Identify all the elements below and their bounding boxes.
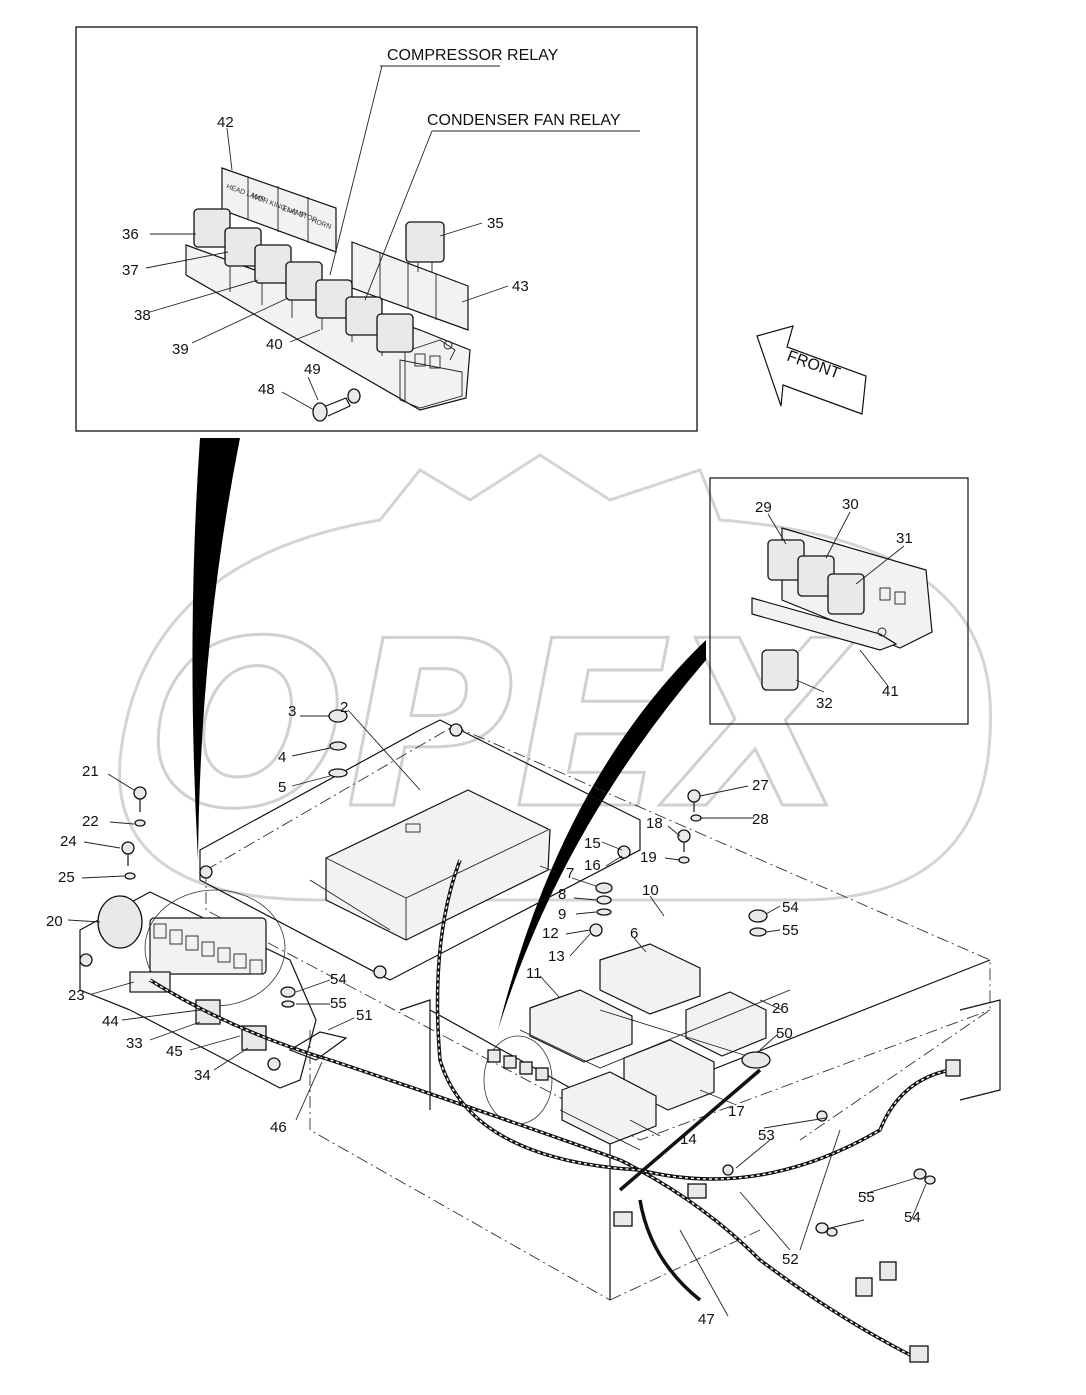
relay-40: [376, 313, 414, 353]
front-label: FRONT: [785, 348, 843, 383]
callout-9: 9: [558, 906, 566, 923]
relay-block-right: [751, 527, 933, 691]
callout-33: 33: [126, 1035, 143, 1052]
callout-54-left: 54: [330, 971, 347, 988]
callout-29: 29: [755, 499, 772, 516]
relay-tag-plate-upper: HEAD LAMP WOR KING LAMP ENG STOP HORN: [221, 167, 337, 253]
callout-24: 24: [60, 833, 77, 850]
callout-27: 27: [752, 777, 769, 794]
callout-42: 42: [217, 114, 234, 131]
callout-2: 2: [340, 699, 348, 716]
callout-22: 22: [82, 813, 99, 830]
callout-17: 17: [728, 1103, 745, 1120]
relay-tag-plate-lower: [351, 241, 469, 331]
callout-3: 3: [288, 703, 296, 720]
callout-25: 25: [58, 869, 75, 886]
detail-leader-top: [192, 438, 240, 860]
callout-50: 50: [776, 1025, 793, 1042]
callout-13: 13: [548, 948, 565, 965]
callout-14: 14: [680, 1131, 697, 1148]
relay-row: [193, 208, 445, 353]
label-condenser-fan-relay: CONDENSER FAN RELAY: [427, 112, 621, 129]
callout-31: 31: [896, 530, 913, 547]
callout-26: 26: [772, 1000, 789, 1017]
callout-20: 20: [46, 913, 63, 930]
callout-51: 51: [356, 1007, 373, 1024]
callout-23: 23: [68, 987, 85, 1004]
controller-14: [561, 1071, 657, 1145]
callout-54-right: 54: [904, 1209, 921, 1226]
callout-47: 47: [698, 1311, 715, 1328]
washer-49: [347, 388, 361, 404]
callout-37: 37: [122, 262, 139, 279]
relay-32: [761, 649, 799, 691]
callout-41: 41: [882, 683, 899, 700]
callout-28: 28: [752, 811, 769, 828]
callout-55-right: 55: [858, 1189, 875, 1206]
callout-5: 5: [278, 779, 286, 796]
callout-12: 12: [542, 925, 559, 942]
callout-49: 49: [304, 361, 321, 378]
callout-54-mid: 54: [782, 899, 799, 916]
callout-4: 4: [278, 749, 286, 766]
inset-right-frame: [709, 477, 969, 725]
callout-10: 10: [642, 882, 659, 899]
callout-6: 6: [630, 925, 638, 942]
callout-43: 43: [512, 278, 529, 295]
relay-block-main: [185, 244, 471, 411]
callout-16: 16: [584, 857, 601, 874]
callout-45: 45: [166, 1043, 183, 1060]
callout-40: 40: [266, 336, 283, 353]
callout-44: 44: [102, 1013, 119, 1030]
callout-8: 8: [558, 886, 566, 903]
bracket-plate: [199, 719, 641, 981]
relay-35-spare: [405, 221, 445, 263]
inset-top-frame: [75, 26, 698, 432]
callout-52: 52: [782, 1251, 799, 1268]
callout-53: 53: [758, 1127, 775, 1144]
watermark: OPEX: [118, 453, 992, 902]
horn-20: [97, 895, 143, 949]
controller-2: [309, 789, 557, 941]
callout-55-mid: 55: [782, 922, 799, 939]
hardware: [121, 709, 936, 1237]
controller-26: [685, 991, 767, 1057]
callout-15: 15: [584, 835, 601, 852]
fuse-panel-left: [79, 889, 317, 1089]
callout-46: 46: [270, 1119, 287, 1136]
callout-55-left: 55: [330, 995, 347, 1012]
callout-7: 7: [566, 865, 574, 882]
callout-36: 36: [122, 226, 139, 243]
controller-11: [529, 989, 633, 1063]
callout-38: 38: [134, 307, 151, 324]
controller-6: [599, 943, 701, 1015]
screw-48: [312, 397, 351, 422]
callout-35: 35: [487, 215, 504, 232]
label-compressor-relay: COMPRESSOR RELAY: [387, 47, 559, 64]
detail-leader-right: [498, 640, 706, 1030]
callout-18: 18: [646, 815, 663, 832]
front-arrow: FRONT: [756, 325, 867, 415]
callout-21: 21: [82, 763, 99, 780]
callout-34: 34: [194, 1067, 211, 1084]
callout-19: 19: [640, 849, 657, 866]
wiring-harness: [149, 859, 961, 1363]
callout-30: 30: [842, 496, 859, 513]
callout-39: 39: [172, 341, 189, 358]
callout-11: 11: [526, 965, 542, 982]
callout-32: 32: [816, 695, 833, 712]
callout-48: 48: [258, 381, 275, 398]
